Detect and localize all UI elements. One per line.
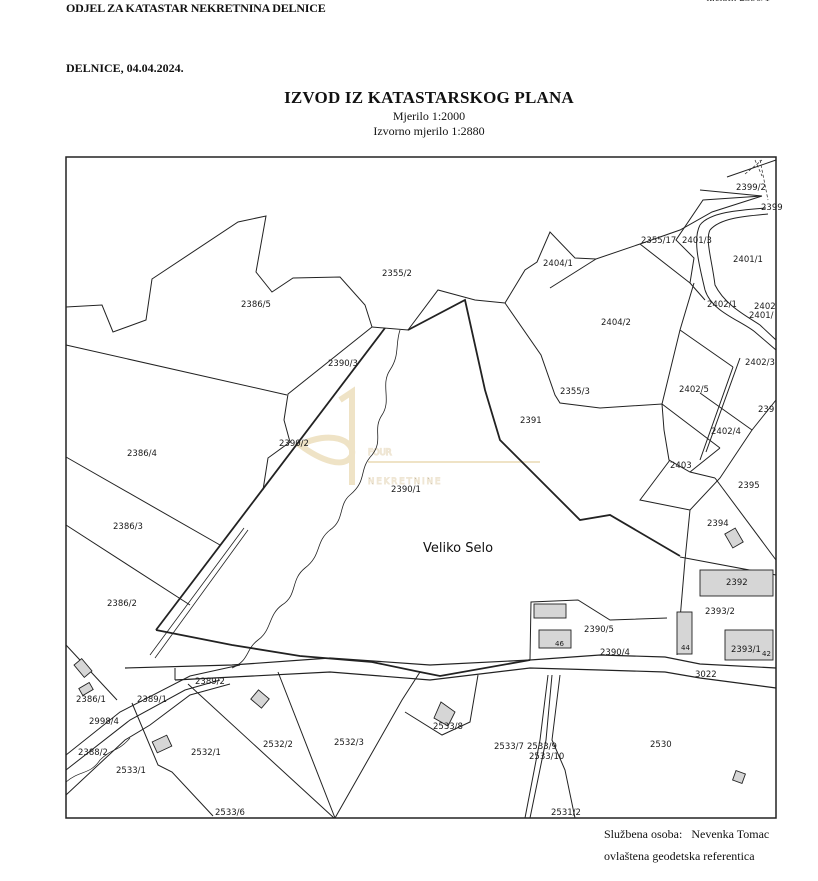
parcel-label: 2390/5 bbox=[584, 625, 614, 635]
parcel-label: 2386/3 bbox=[113, 522, 143, 532]
official-role: ovlaštena geodetska referentica bbox=[604, 849, 755, 863]
parcel-label: 2404/2 bbox=[601, 318, 631, 328]
parcel-label: 2355/17 bbox=[641, 236, 676, 246]
place-name: Veliko Selo bbox=[423, 541, 493, 556]
watermark-word-1: FOUR bbox=[368, 448, 392, 458]
document-title: IZVOD IZ KATASTARSKOG PLANA bbox=[284, 88, 574, 107]
building-44 bbox=[676, 611, 693, 655]
parcel-label: 2533/1 bbox=[116, 766, 146, 776]
map-scale: Mjerilo 1:2000 bbox=[392, 109, 466, 123]
parcel-label: 2390/4 bbox=[600, 648, 630, 658]
parcel-label: 2355/2 bbox=[382, 269, 412, 279]
parcel-label: 2393/2 bbox=[705, 607, 735, 617]
parcel-label: 2395 bbox=[738, 481, 760, 491]
parcel-label: 3022 bbox=[695, 670, 717, 680]
parcel-boundaries bbox=[65, 159, 777, 819]
parcel-label: 2401/1 bbox=[733, 255, 763, 265]
office-name: ODJEL ZA KATASTAR NEKRETNINA DELNICE bbox=[66, 1, 326, 15]
parcel-label: 2532/3 bbox=[334, 738, 364, 748]
parcel-label: 2533/10 bbox=[529, 752, 564, 762]
building-outbuilding bbox=[533, 603, 567, 619]
parcel-label: 2390/3 bbox=[328, 359, 358, 369]
parcel-label: 2393/1 bbox=[731, 645, 761, 655]
building-46 bbox=[538, 629, 572, 649]
reference-number: k.č.br.: 2390/1 bbox=[706, 0, 770, 4]
parcel-label: 2401/ bbox=[749, 311, 774, 321]
building-2393-1 bbox=[724, 629, 774, 661]
official-name: Nevenka Tomac bbox=[691, 827, 770, 841]
parcel-label: 2402/5 bbox=[679, 385, 709, 395]
parcel-label: 2386/5 bbox=[241, 300, 271, 310]
house-number: 46 bbox=[555, 640, 564, 648]
parcel-label: 2386/2 bbox=[107, 599, 137, 609]
parcel-label: 2355/3 bbox=[560, 387, 590, 397]
parcel-label: 2386/1 bbox=[76, 695, 106, 705]
parcel-label: 2532/1 bbox=[191, 748, 221, 758]
building-2386-1b bbox=[73, 658, 93, 678]
parcel-label: 2531/2 bbox=[551, 808, 581, 818]
building-2533-8 bbox=[433, 701, 456, 727]
parcel-label: 2390/2 bbox=[279, 439, 309, 449]
parcel-label: 2389/2 bbox=[195, 677, 225, 687]
map-frame bbox=[65, 156, 777, 819]
title-block: IZVOD IZ KATASTARSKOG PLANA Mjerilo 1:20… bbox=[0, 88, 818, 139]
parcel-label: 2390/1 bbox=[391, 485, 421, 495]
parcel-label: 2533/9 bbox=[527, 742, 557, 752]
building-2394 bbox=[724, 527, 744, 549]
parcel-label: 2404/1 bbox=[543, 259, 573, 269]
parcel-label: 2402 bbox=[754, 302, 776, 312]
house-number: 44 bbox=[681, 644, 690, 652]
building-2532-1 bbox=[151, 734, 173, 754]
parcel-label: 2399/2 bbox=[736, 183, 766, 193]
parcel-label: 2402/4 bbox=[711, 427, 741, 437]
signature-block: Službena osoba: Nevenka Tomac ovlaštena … bbox=[604, 823, 769, 867]
parcel-label: 239 bbox=[758, 405, 774, 415]
parcel-label: 2401/3 bbox=[682, 236, 712, 246]
building-2392 bbox=[699, 569, 774, 597]
original-scale: Izvorno mjerilo 1:2880 bbox=[373, 124, 485, 138]
building-2532-2 bbox=[250, 689, 270, 709]
parcel-label: 2392 bbox=[726, 578, 748, 588]
place-date: DELNICE, 04.04.2024. bbox=[66, 61, 184, 75]
parcel-label: 2402/3 bbox=[745, 358, 775, 368]
building-2386-1 bbox=[78, 681, 94, 697]
watermark-word-2: NEKRETNINE bbox=[368, 477, 442, 487]
parcel-labels: 2399/2 2399 2355/2 2386/5 2404/1 2355/17… bbox=[76, 183, 783, 818]
parcel-label: 2403 bbox=[670, 461, 692, 471]
parcel-label: 2391 bbox=[520, 416, 542, 426]
parcel-label: 2399 bbox=[761, 203, 783, 213]
parcel-label: 2533/7 bbox=[494, 742, 524, 752]
parcel-label: 2394 bbox=[707, 519, 729, 529]
parcel-label: 2533/8 bbox=[433, 722, 463, 732]
parcel-label: 2388/2 bbox=[78, 748, 108, 758]
parcel-label: 2402/1 bbox=[707, 300, 737, 310]
parcel-label: 2530 bbox=[650, 740, 672, 750]
parcel-label: 2386/4 bbox=[127, 449, 157, 459]
house-number: 42 bbox=[762, 650, 771, 658]
parcel-label: 2998/4 bbox=[89, 717, 119, 727]
buildings bbox=[73, 527, 774, 784]
parcel-label: 2533/6 bbox=[215, 808, 245, 818]
watermark: FOUR NEKRETNINE bbox=[294, 386, 540, 488]
building-2530 bbox=[732, 770, 746, 784]
parcel-label: 2532/2 bbox=[263, 740, 293, 750]
official-label: Službena osoba: bbox=[604, 827, 683, 841]
parcel-label: 2389/1 bbox=[137, 695, 167, 705]
